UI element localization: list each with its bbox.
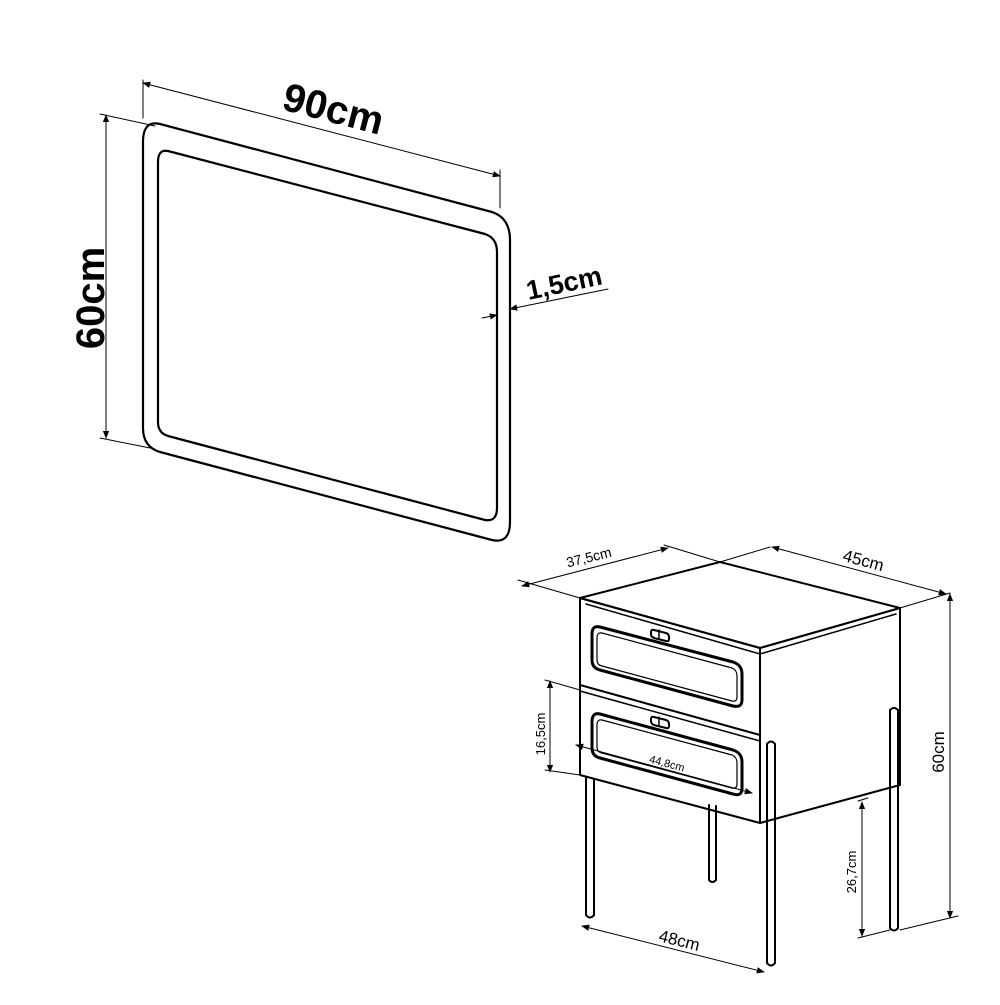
nightstand-leg-back-right-top: [889, 707, 899, 711]
nightstand-bottom-drawer-panel-inner: [596, 719, 738, 789]
nightstand-leg-span-dimension-line: [581, 924, 765, 974]
nightstand-width-label: 45cm: [841, 546, 886, 575]
mirror-depth-dimension-line: [481, 313, 498, 320]
mirror-height-extension-bottom: [99, 437, 151, 449]
nightstand-height-extension-bottom: [899, 915, 959, 931]
nightstand-leg-front-right-foot: [766, 962, 776, 967]
nightstand-bottom-drawer-handle-icon: [650, 715, 670, 730]
nightstand-width-dimension-line: [771, 545, 947, 596]
nightstand-leg-front-right-top: [766, 740, 776, 745]
nightstand-drawer-width-dimension-line: [575, 743, 753, 795]
nightstand-height-label: 60cm: [929, 731, 948, 773]
nightstand-leg-back-right-foot: [889, 927, 899, 932]
nightstand-drawer-split: [579, 684, 761, 736]
mirror-height-label: 60cm: [69, 247, 113, 349]
nightstand-width-extension-right: [899, 592, 951, 609]
nightstand-drawer-split-lower: [579, 690, 761, 742]
nightstand-leg-back-left-foot: [708, 879, 717, 883]
nightstand-depth-label: 37,5cm: [565, 544, 613, 571]
nightstand-top-thickness-side: [759, 613, 897, 655]
mirror: 90cm 60cm 1,5cm: [69, 75, 609, 542]
mirror-width-dimension-line: [142, 81, 501, 178]
nightstand: 37,5cm 45cm 60cm 16,5cm 44,8cm 26,7cm 48…: [517, 544, 959, 974]
nightstand-depth-dimension-line: [521, 546, 669, 588]
nightstand-top-drawer-handle-icon: [650, 628, 670, 643]
nightstand-leg-height-label: 26,7cm: [844, 851, 859, 894]
nightstand-leg-front-left-foot: [585, 914, 595, 919]
mirror-depth-dimension-line-outer: [509, 288, 609, 311]
nightstand-leg-height-extension-top: [857, 797, 869, 802]
nightstand-top-drawer-panel-inner: [596, 632, 738, 702]
nightstand-width-extension-left: [719, 546, 771, 563]
nightstand-top-thickness: [585, 603, 761, 655]
nightstand-drawer-height-label: 16,5cm: [533, 713, 548, 756]
nightstand-depth-extension-left: [517, 579, 581, 599]
mirror-depth-label: 1,5cm: [524, 261, 605, 306]
nightstand-top-drawer-panel: [590, 625, 744, 708]
nightstand-depth-extension-right: [663, 544, 721, 563]
mirror-width-label: 90cm: [278, 75, 388, 143]
nightstand-side-face: [759, 607, 901, 824]
nightstand-bottom-drawer-panel: [590, 712, 744, 797]
mirror-height-extension-top: [99, 113, 156, 127]
nightstand-leg-height-extension-bottom: [857, 929, 891, 939]
